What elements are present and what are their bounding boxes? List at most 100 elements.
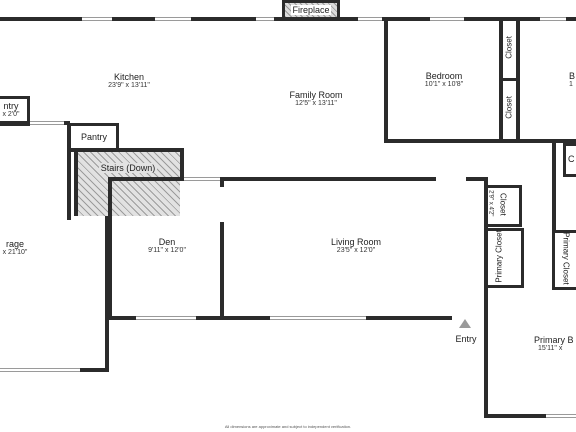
wall-right-closet-left <box>552 230 555 290</box>
wall-garage-right <box>105 216 109 372</box>
wall-den-living <box>220 177 224 187</box>
wall-right-small-box-top <box>563 143 576 146</box>
primary-bedroom-dim: 15'11" x <box>538 345 563 353</box>
window-top-3 <box>256 17 274 21</box>
right-closet-partial-name: C <box>568 154 575 164</box>
wall-living-top <box>220 177 436 181</box>
primary-bedroom-name: Primary B <box>534 335 574 345</box>
entry-label: Entry <box>446 334 486 344</box>
window-top-5 <box>430 17 464 21</box>
right-room-partial-dim: 1 <box>569 81 573 89</box>
family-room-name: Family Room <box>289 90 343 100</box>
wall-bedroom-closet-right <box>516 17 520 143</box>
disclaimer-text: All dimensions are approximate and subje… <box>188 424 388 429</box>
garage-dim: x 21'10" <box>2 249 28 257</box>
wall-stairs-top <box>67 148 184 152</box>
entry-name: Entry <box>455 334 477 344</box>
den-label: Den 9'11" x 12'0" <box>136 237 198 255</box>
living-room-dim: 23'5" x 12'0" <box>336 247 376 255</box>
wall-den-top <box>108 177 184 181</box>
kitchen-name: Kitchen <box>113 72 145 82</box>
wall-right-small-box-bottom <box>563 174 576 177</box>
window-garage-bottom <box>0 368 80 372</box>
wall-right-closet-top <box>552 230 576 233</box>
hall-closet-dim-label: 2'9" x 4'2" <box>487 179 494 227</box>
kitchen-dim: 23'9" x 13'11" <box>108 82 150 90</box>
bedroom-closet-top-name: Closet <box>504 36 514 59</box>
bedroom-dim: 10'1" x 10'8" <box>424 81 464 89</box>
kitchen-label: Kitchen 23'9" x 13'11" <box>93 72 165 90</box>
wall-hall-closet-left <box>484 177 488 417</box>
wall-primary-bottom <box>484 414 576 418</box>
stairs-hatch <box>76 151 180 216</box>
primary-closet-left-name: Primary Closet <box>494 230 504 283</box>
wall-hall-closet-bottom <box>484 224 522 227</box>
den-name: Den <box>158 237 176 247</box>
window-top-6 <box>540 17 566 21</box>
wall-pantry-left-top <box>0 96 30 99</box>
stairs-label: Stairs (Down) <box>82 158 174 176</box>
wall-hall-closet-top <box>484 185 522 188</box>
primary-closet-right-name: Primary Closet <box>561 232 571 285</box>
hall-closet-label: Closet <box>498 180 507 228</box>
hall-closet-dim: 2'9" x 4'2" <box>487 190 494 217</box>
wall-stairs-right <box>180 148 184 180</box>
primary-closet-right-label: Primary Closet <box>561 226 570 290</box>
wall-primary-closet-top <box>484 228 524 231</box>
wall-primary-closet-right <box>521 228 524 288</box>
hall-closet-name: Closet <box>498 193 508 216</box>
wall-pantry-left <box>67 123 71 220</box>
family-room-label: Family Room 12'5" x 13'11" <box>278 90 354 108</box>
wall-right-vertical <box>552 143 556 233</box>
window-den-bottom <box>136 316 196 320</box>
pantry-left-label: ntry x 2'0" <box>0 101 24 119</box>
window-garage-top <box>30 121 64 125</box>
wall-right-small-box-left <box>563 143 566 177</box>
wall-primary-closet-bottom <box>484 285 524 288</box>
window-living-bottom <box>270 316 366 320</box>
primary-bedroom-label: Primary B 15'11" x <box>534 335 576 353</box>
window-top-2 <box>155 17 191 21</box>
right-room-partial-name: B <box>569 71 576 81</box>
garage-label: rage x 21'10" <box>0 239 32 257</box>
bedroom-closet-bottom-name: Closet <box>504 96 514 119</box>
primary-closet-left-label: Primary Closet <box>494 224 505 288</box>
garage-name: rage <box>5 239 24 249</box>
den-dim: 9'11" x 12'0" <box>148 247 186 255</box>
entry-marker-icon <box>459 319 471 328</box>
wall-pantry-right <box>116 123 119 150</box>
pantry-left-dim: x 2'0" <box>2 111 20 119</box>
wall-pantry-left-right <box>27 96 30 126</box>
pantry-name: Pantry <box>80 132 107 142</box>
window-primary-bottom <box>546 414 576 418</box>
fireplace-label: Fireplace <box>282 5 340 15</box>
fireplace-text: Fireplace <box>291 5 331 15</box>
right-closet-partial-label: C <box>568 154 576 164</box>
wall-stairs-inner <box>74 151 78 216</box>
window-den-top <box>184 177 220 181</box>
wall-bedroom-left <box>384 17 388 143</box>
disclaimer-body: All dimensions are approximate and subje… <box>224 424 352 429</box>
bedroom-closet-bottom-label: Closet <box>504 87 515 127</box>
wall-hall-closet-right <box>519 185 522 227</box>
window-top-1 <box>82 17 112 21</box>
window-top-4 <box>358 17 382 21</box>
wall-den-living-lower <box>220 222 224 320</box>
family-room-dim: 12'5" x 13'11" <box>295 100 337 108</box>
stairs-name: Stairs (Down) <box>98 163 158 174</box>
wall-bedroom-closet-mid <box>499 78 519 81</box>
right-room-partial-label: B 1 <box>569 71 576 89</box>
wall-right-lower <box>516 139 576 143</box>
wall-pantry-top <box>67 123 119 126</box>
pantry-left-name: ntry <box>3 101 19 111</box>
bedroom-closet-top-label: Closet <box>504 27 515 67</box>
wall-bedroom-bottom <box>384 139 518 143</box>
bedroom-name: Bedroom <box>425 71 463 81</box>
wall-den-left <box>108 177 112 320</box>
living-room-label: Living Room 23'5" x 12'0" <box>314 237 398 255</box>
wall-right-closet-bottom <box>552 287 576 290</box>
living-room-name: Living Room <box>330 237 382 247</box>
bedroom-label: Bedroom 10'1" x 10'8" <box>408 71 480 89</box>
wall-entry-top <box>466 177 488 181</box>
